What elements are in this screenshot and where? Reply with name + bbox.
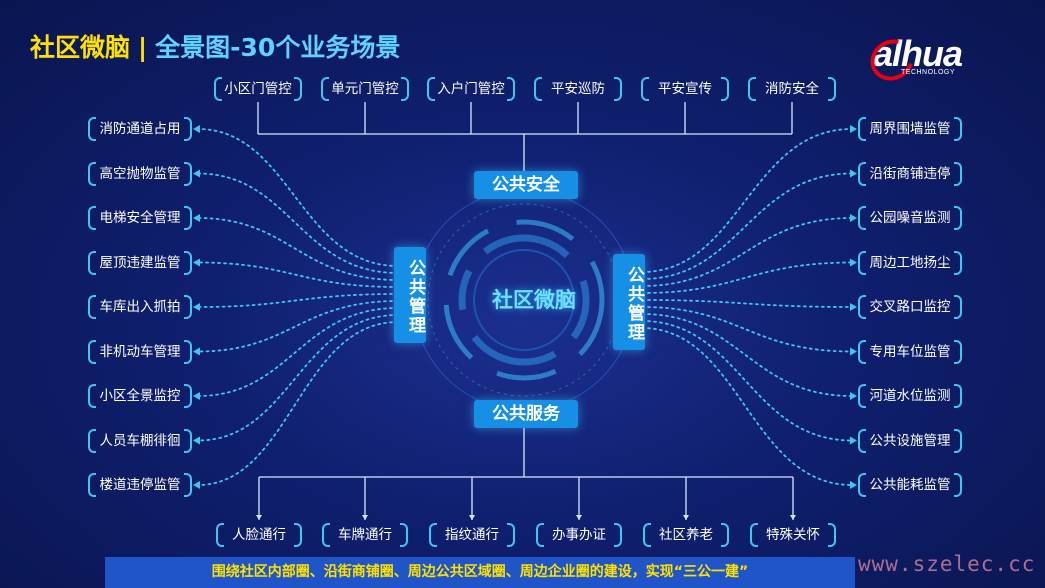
footer-banner — [105, 557, 855, 588]
right-arrow-6 — [850, 347, 857, 356]
left-item-4: 屋顶违建监管 — [88, 250, 192, 276]
logo-wordmark: alhua — [873, 33, 963, 74]
left-item-9: 楼道违停监管 — [88, 472, 192, 498]
bottom-item-2: 车牌通行 — [322, 522, 408, 548]
ring-inner — [473, 249, 575, 351]
left-connector-2 — [197, 172, 399, 274]
hub-public-safety: 公共安全 — [474, 171, 578, 199]
left-connector-4 — [197, 261, 399, 288]
top-item-1: 小区门管控 — [214, 76, 302, 102]
bottom-item-3: 指纹通行 — [429, 522, 515, 548]
left-arrow-5 — [193, 303, 200, 311]
left-item-3: 电梯安全管理 — [88, 205, 192, 231]
left-item-1: 消防通道占用 — [88, 116, 192, 142]
left-item-2: 高空抛物监管 — [88, 161, 192, 187]
bottom-item-6: 特殊关怀 — [750, 522, 836, 548]
right-arrow-5 — [850, 303, 857, 311]
right-connector-6 — [641, 306, 853, 353]
left-arrow-2 — [193, 169, 200, 178]
right-item-7: 河道水位监测 — [858, 383, 962, 409]
title-separator: | — [138, 33, 148, 62]
top-item-2: 单元门管控 — [321, 76, 409, 102]
left-connector-5 — [197, 293, 399, 308]
right-item-3: 公园噪音监测 — [858, 205, 962, 231]
top-item-3: 入户门管控 — [427, 76, 515, 102]
left-connector-3 — [197, 217, 399, 281]
page-title: 社区微脑|全景图-30个业务场景 — [30, 28, 400, 64]
title-main: 社区微脑 — [30, 33, 131, 62]
top-item-6: 消防安全 — [748, 76, 836, 102]
connector-lines — [193, 102, 857, 520]
left-connector-6 — [197, 300, 399, 353]
right-item-5: 交叉路口监控 — [858, 294, 962, 320]
left-connector-8 — [197, 314, 399, 442]
right-connector-2 — [641, 172, 853, 280]
right-item-1: 周界围墙监管 — [858, 116, 962, 142]
hub-public-management-left: 公共管理 — [394, 247, 426, 343]
right-arrow-8 — [850, 436, 857, 445]
right-arrow-7 — [850, 392, 857, 400]
left-arrow-9 — [193, 481, 200, 489]
right-arrow-9 — [850, 481, 857, 489]
logo-tagline: TECHNOLOGY — [901, 69, 956, 76]
bottom-arrow-5 — [683, 515, 689, 520]
right-connector-3 — [641, 217, 853, 287]
right-item-2: 沿街商铺违停 — [858, 161, 962, 187]
right-arrow-3 — [850, 214, 857, 222]
bottom-arrow-4 — [576, 515, 582, 520]
ring-arc-1 — [443, 219, 605, 381]
left-item-5: 车库出入抓拍 — [88, 294, 192, 320]
top-item-5: 平安宣传 — [641, 76, 729, 102]
left-arrow-8 — [193, 436, 200, 445]
bottom-arrow-6 — [790, 515, 796, 520]
bottom-item-4: 办事办证 — [536, 522, 622, 548]
bottom-arrow-1 — [256, 515, 262, 520]
right-connector-8 — [641, 320, 853, 442]
brand-logo: alhua TECHNOLOGY — [862, 31, 963, 89]
right-arrow-2 — [850, 169, 857, 178]
top-item-4: 平安巡防 — [534, 76, 622, 102]
bottom-item-1: 人脸通行 — [216, 522, 302, 548]
right-item-4: 周边工地扬尘 — [858, 250, 962, 276]
center-label: 社区微脑 — [492, 288, 576, 312]
title-subtitle: 全景图-30个业务场景 — [155, 33, 401, 62]
left-connector-1 — [197, 128, 399, 267]
left-connector-9 — [197, 321, 399, 486]
left-item-8: 人员车棚徘徊 — [88, 428, 192, 454]
footer-text: 围绕社区内部圈、沿街商铺圈、周边公共区域圈、周边企业圈的建设，实现“三公一建” — [211, 564, 749, 580]
right-connector-1 — [641, 128, 853, 273]
watermark-text: www.szelec.cc — [858, 552, 1036, 576]
left-arrow-7 — [193, 392, 200, 400]
right-arrow-4 — [850, 258, 857, 267]
left-arrow-1 — [193, 125, 200, 133]
right-item-6: 专用车位监管 — [858, 339, 962, 365]
right-connector-7 — [641, 313, 853, 397]
hub-public-service: 公共服务 — [474, 400, 578, 428]
bottom-arrow-3 — [469, 515, 475, 520]
right-item-8: 公共设施管理 — [858, 428, 962, 454]
bottom-arrow-2 — [362, 515, 368, 520]
right-connector-9 — [641, 327, 853, 486]
right-item-9: 公共能耗监管 — [858, 472, 962, 498]
left-arrow-3 — [193, 214, 200, 222]
ring-arc-2 — [458, 234, 590, 366]
left-item-7: 小区全景监控 — [88, 383, 192, 409]
right-connector-5 — [641, 299, 853, 308]
left-item-6: 非机动车管理 — [88, 339, 192, 365]
left-arrow-4 — [193, 258, 200, 267]
left-arrow-6 — [193, 347, 200, 356]
bottom-item-5: 社区养老 — [643, 522, 729, 548]
hub-public-management-right: 公共管理 — [613, 254, 645, 350]
right-arrow-1 — [850, 125, 857, 133]
left-connector-7 — [197, 307, 399, 397]
